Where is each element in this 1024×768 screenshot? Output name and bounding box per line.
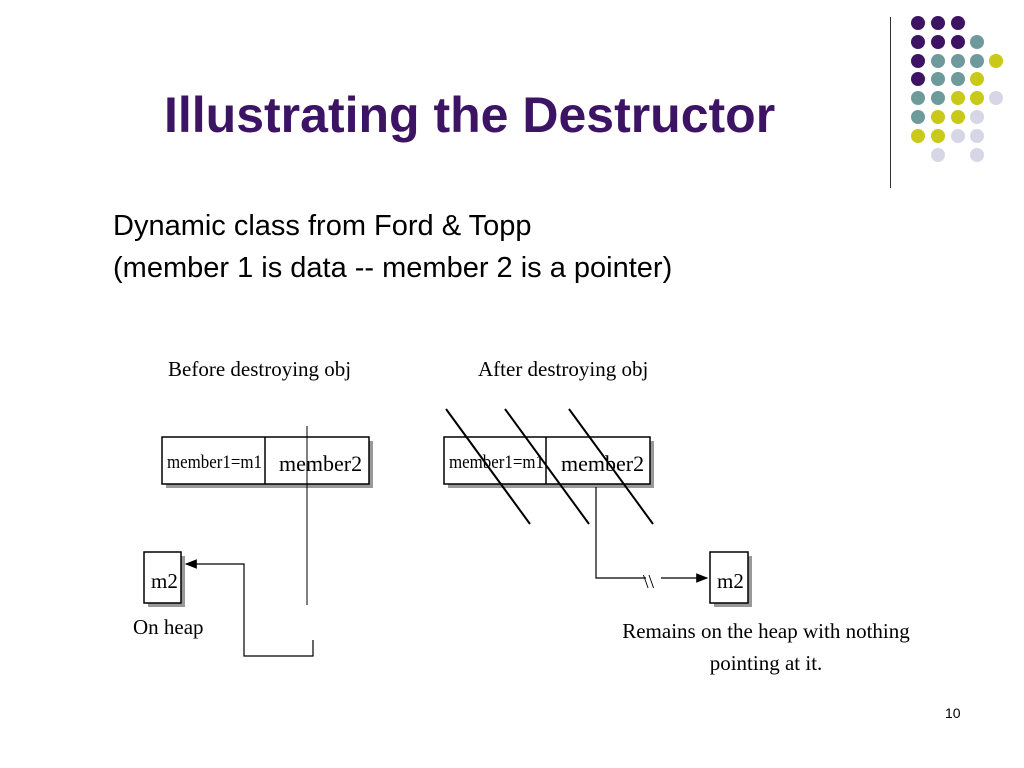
before-heading: Before destroying obj [168,357,351,381]
before-member2-label: member2 [279,451,362,476]
after-strike-line-1 [445,408,531,525]
decorative-dot [931,91,945,105]
decorative-dot [970,110,984,124]
vertical-divider-line [890,17,891,188]
decorative-dot-grid [911,16,1003,162]
decorative-dot [911,16,925,30]
decorative-dot [951,54,965,68]
after-strike-line-3 [568,408,654,525]
decorative-dot [951,129,965,143]
decorative-dot [911,129,925,143]
page-number: 10 [945,705,961,721]
decorative-dot [970,129,984,143]
decorative-dot [989,91,1003,105]
decorative-dot [931,35,945,49]
after-heap-box [709,551,749,604]
decorative-dot [970,54,984,68]
decorative-dot [911,54,925,68]
decorative-dot [931,54,945,68]
after-strike-line-2 [504,408,590,525]
after-object-box [443,436,651,485]
before-heap-box-label: m2 [151,569,178,593]
subtitle-line-1: Dynamic class from Ford & Topp [113,210,532,242]
before-heap-label: On heap [133,615,204,639]
decorative-dot [911,35,925,49]
decorative-dot [931,72,945,86]
decorative-dot [951,110,965,124]
decorative-dot [951,72,965,86]
subtitle-line-2: (member 1 is data -- member 2 is a point… [113,252,673,284]
decorative-dot [989,54,1003,68]
decorative-dot [951,16,965,30]
decorative-dot [951,35,965,49]
decorative-dot [931,16,945,30]
before-heap-box [143,551,182,604]
after-caption-line-2: pointing at it. [710,651,823,675]
decorative-dot [911,72,925,86]
decorative-dot [970,72,984,86]
after-pointer-line [595,487,646,579]
slide-title: Illustrating the Destructor [164,87,776,143]
decorative-dot [931,129,945,143]
decorative-dot [911,91,925,105]
decorative-dot [970,35,984,49]
after-caption-line-1: Remains on the heap with nothing [622,619,910,643]
after-heap-box-label: m2 [717,569,744,593]
before-member1-label: member1=m1 [167,452,262,473]
after-member1-label: member1=m1 [449,452,544,473]
decorative-dot [951,91,965,105]
decorative-dot [970,148,984,162]
decorative-dot [931,110,945,124]
decorative-dot [970,91,984,105]
slide-subtitle: Dynamic class from Ford & Topp (member 1… [113,205,672,289]
decorative-dot [911,110,925,124]
after-break-mark: \\ [643,571,655,593]
after-heading: After destroying obj [478,357,648,381]
decorative-dot [931,148,945,162]
before-pointer-arrow [184,559,314,657]
